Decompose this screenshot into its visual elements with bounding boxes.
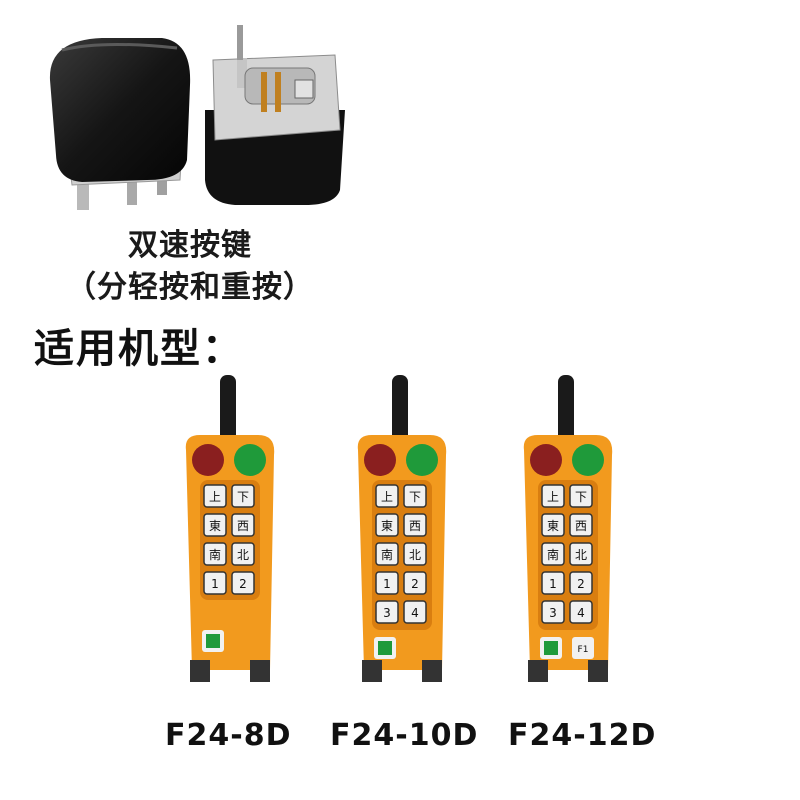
remote-button-label: 南	[209, 547, 221, 562]
remote-button-label: 2	[239, 577, 247, 591]
remote-button-label: 東	[209, 519, 221, 533]
remote-button-label: 下	[237, 490, 249, 504]
remote-button-label: 1	[383, 577, 391, 591]
remote-button	[541, 484, 565, 508]
remote-button	[375, 600, 399, 624]
buttons-grid: 上 下東 西南 北 1 2 3 4	[541, 484, 593, 624]
antenna	[220, 375, 236, 450]
remote-button	[403, 600, 427, 624]
model-label-f24-10d: F24-10D	[330, 718, 479, 753]
antenna	[392, 375, 408, 450]
buttons-grid: 上 下東 西南 北 1 2 3 4	[375, 484, 427, 624]
remote-button-label: 北	[575, 548, 587, 562]
estop-button	[530, 444, 562, 476]
remote-button-label: 2	[577, 577, 585, 591]
remote-button	[541, 513, 565, 537]
remote-button-label: 3	[549, 606, 557, 620]
remote-button-label: 北	[409, 548, 421, 562]
remote-button	[403, 571, 427, 595]
remote-button	[375, 484, 399, 508]
buttons-grid: 上 下東 西南 北 1 2	[203, 484, 255, 595]
remote-button	[375, 513, 399, 537]
remote-button	[203, 542, 227, 566]
remote-button-label: 上	[547, 490, 559, 504]
remote-button	[569, 484, 593, 508]
compatible-models-heading: 适用机型：	[34, 326, 244, 372]
remote-button-label: 4	[411, 606, 419, 620]
remote-button	[403, 542, 427, 566]
remote-f24-10d: 上 下東 西南 北 1 2 3 4	[357, 375, 447, 682]
remote-button-label: 西	[575, 519, 587, 533]
remote-f24-12d: 上 下東 西南 北 1 2 3 4 F1	[523, 375, 613, 682]
remote-button-label: 下	[575, 490, 587, 504]
remote-button-label: 1	[549, 577, 557, 591]
caption-line-2: （分轻按和重按）	[66, 270, 314, 305]
remote-button-label: 南	[547, 547, 559, 562]
remote-button-label: 南	[381, 547, 393, 562]
f1-button	[572, 637, 594, 659]
key-switch	[406, 444, 438, 476]
remote-button	[541, 600, 565, 624]
remote-button	[203, 484, 227, 508]
remote-button	[375, 571, 399, 595]
remote-button	[203, 571, 227, 595]
remote-button-label: 2	[411, 577, 419, 591]
remote-button-label: 東	[547, 519, 559, 533]
remote-button-label: 西	[237, 519, 249, 533]
remote-button-label: 1	[211, 577, 219, 591]
remote-button-label: 4	[577, 606, 585, 620]
remote-button	[375, 542, 399, 566]
remote-button	[569, 600, 593, 624]
remote-button	[569, 513, 593, 537]
remote-button-label: 下	[409, 490, 421, 504]
f1-label: F1	[578, 645, 589, 655]
remote-button	[569, 542, 593, 566]
model-label-f24-12d: F24-12D	[508, 718, 657, 753]
remote-button-label: 西	[409, 519, 421, 533]
remote-button	[569, 571, 593, 595]
remote-button-label: 東	[381, 519, 393, 533]
remote-button-label: 上	[209, 490, 221, 504]
remote-button	[231, 484, 255, 508]
key-switch	[234, 444, 266, 476]
estop-button	[192, 444, 224, 476]
remote-button	[403, 513, 427, 537]
remote-button	[541, 542, 565, 566]
caption-line-1: 双速按键	[128, 228, 252, 263]
model-label-f24-8d: F24-8D	[165, 718, 292, 753]
remote-button	[541, 571, 565, 595]
remote-button-label: 上	[381, 490, 393, 504]
remote-button	[203, 513, 227, 537]
remote-f24-8d: 上 下東 西南 北 1 2	[185, 375, 275, 682]
key-switch	[572, 444, 604, 476]
antenna	[558, 375, 574, 450]
remote-button	[231, 542, 255, 566]
estop-button	[364, 444, 396, 476]
remote-button-label: 3	[383, 606, 391, 620]
switch-photo-capped	[49, 38, 191, 210]
remote-button	[231, 571, 255, 595]
remote-button	[403, 484, 427, 508]
remote-button	[231, 513, 255, 537]
switch-photo-open	[205, 25, 345, 205]
remote-button-label: 北	[237, 548, 249, 562]
